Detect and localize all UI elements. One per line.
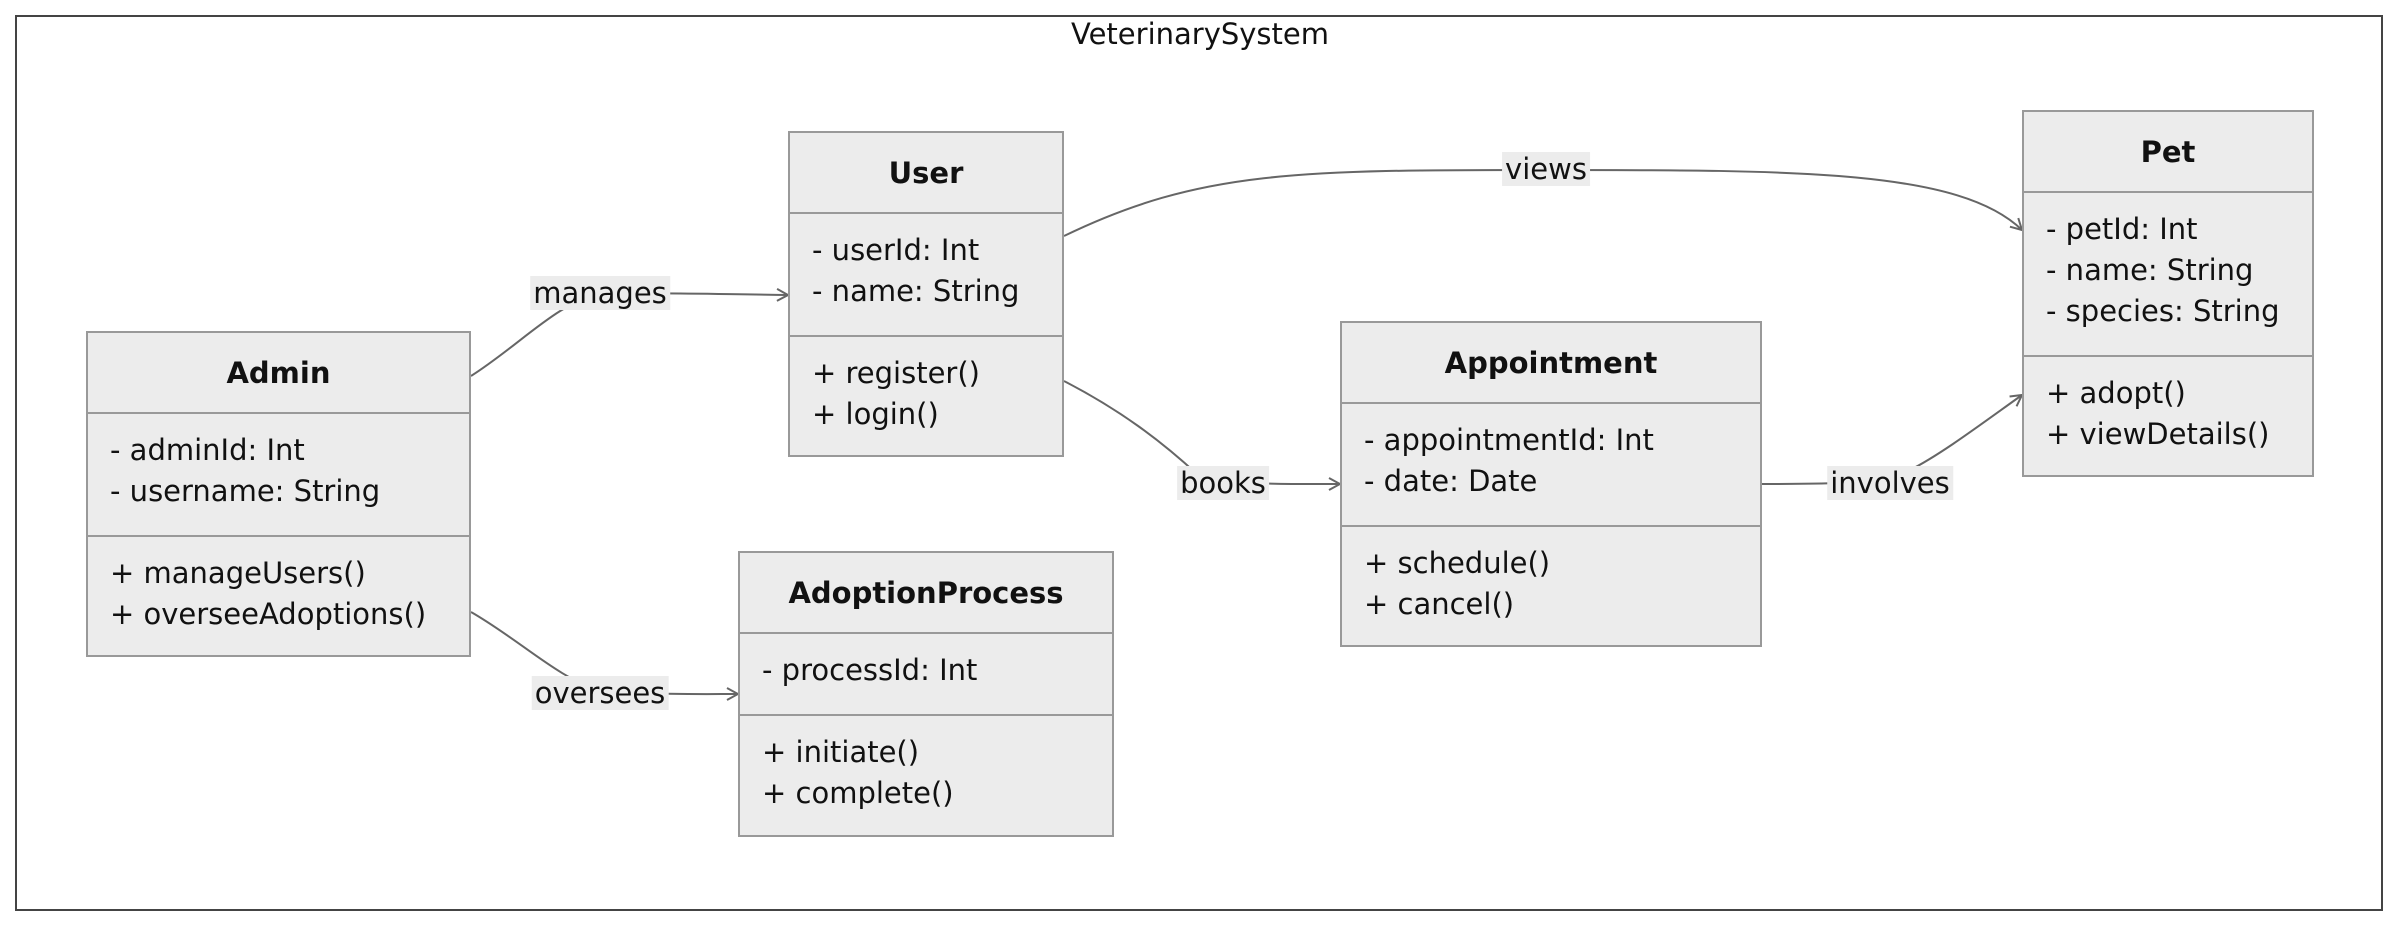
- class-name: Appointment: [1342, 323, 1760, 404]
- attribute: - processId: Int: [762, 653, 978, 687]
- edge-label-views: views: [1502, 152, 1590, 186]
- attributes-section: - adminId: Int - username: String: [88, 414, 469, 537]
- operation: + adopt(): [2046, 376, 2186, 410]
- operation: + viewDetails(): [2046, 417, 2270, 451]
- class-pet[interactable]: Pet - petId: Int - name: String - specie…: [2022, 110, 2314, 477]
- system-title: VeterinarySystem: [1071, 17, 1329, 51]
- attribute: - name: String: [812, 274, 1020, 308]
- operation: + register(): [812, 356, 980, 390]
- operation: + cancel(): [1364, 587, 1515, 621]
- operation: + manageUsers(): [110, 556, 366, 590]
- system-boundary: [15, 15, 2383, 911]
- class-name: Admin: [88, 333, 469, 414]
- attribute: - species: String: [2046, 294, 2280, 328]
- class-user[interactable]: User - userId: Int - name: String + regi…: [788, 131, 1064, 457]
- class-appointment[interactable]: Appointment - appointmentId: Int - date:…: [1340, 321, 1762, 647]
- attributes-section: - processId: Int: [740, 634, 1112, 716]
- attributes-section: - petId: Int - name: String - species: S…: [2024, 193, 2312, 357]
- edge-label-oversees: oversees: [531, 676, 669, 710]
- attribute: - username: String: [110, 474, 381, 508]
- attribute: - petId: Int: [2046, 212, 2198, 246]
- operations-section: + schedule() + cancel(): [1342, 527, 1760, 625]
- attribute: - userId: Int: [812, 233, 980, 267]
- operations-section: + adopt() + viewDetails(): [2024, 357, 2312, 455]
- attribute: - adminId: Int: [110, 433, 305, 467]
- operation: + schedule(): [1364, 546, 1551, 580]
- operation: + overseeAdoptions(): [110, 597, 427, 631]
- attributes-section: - appointmentId: Int - date: Date: [1342, 404, 1760, 527]
- edge-label-books: books: [1177, 466, 1269, 500]
- class-name: User: [790, 133, 1062, 214]
- operation: + login(): [812, 397, 939, 431]
- edge-label-manages: manages: [530, 276, 670, 310]
- edge-label-involves: involves: [1827, 466, 1953, 500]
- operations-section: + manageUsers() + overseeAdoptions(): [88, 537, 469, 635]
- attributes-section: - userId: Int - name: String: [790, 214, 1062, 337]
- attribute: - date: Date: [1364, 464, 1538, 498]
- class-admin[interactable]: Admin - adminId: Int - username: String …: [86, 331, 471, 657]
- attribute: - name: String: [2046, 253, 2254, 287]
- operations-section: + initiate() + complete(): [740, 716, 1112, 814]
- class-name: AdoptionProcess: [740, 553, 1112, 634]
- class-name: Pet: [2024, 112, 2312, 193]
- attribute: - appointmentId: Int: [1364, 423, 1654, 457]
- class-adoption-process[interactable]: AdoptionProcess - processId: Int + initi…: [738, 551, 1114, 837]
- operation: + initiate(): [762, 735, 920, 769]
- operation: + complete(): [762, 776, 954, 810]
- operations-section: + register() + login(): [790, 337, 1062, 435]
